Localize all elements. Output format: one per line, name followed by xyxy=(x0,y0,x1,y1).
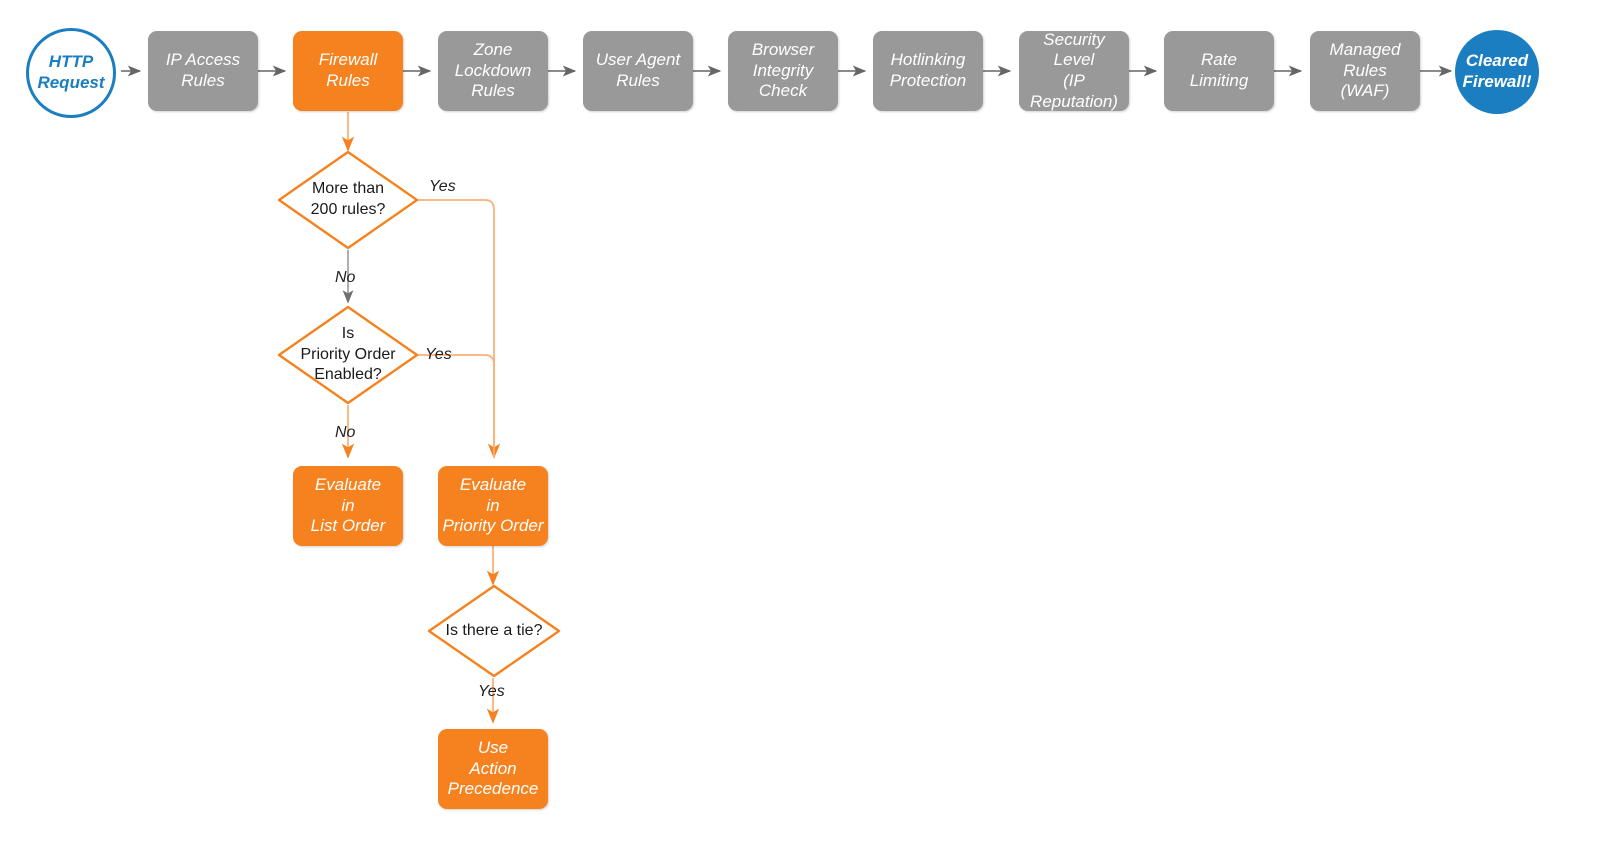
node-ip-access-rules-label: IP Access Rules xyxy=(165,50,241,90)
action-evaluate-in-priority-order-label: Evaluate in Priority Order xyxy=(442,474,544,536)
edge-label-tie-yes: Yes xyxy=(478,683,505,700)
decision-more-than-200-rules-label: More than 200 rules? xyxy=(310,180,386,218)
decision-is-priority-order-enabled[interactable]: Is Priority Order Enabled? xyxy=(277,305,419,405)
node-rate-limiting[interactable]: Rate Limiting xyxy=(1164,31,1274,111)
decision-is-there-a-tie[interactable]: Is there a tie? xyxy=(427,584,561,678)
action-evaluate-in-priority-order[interactable]: Evaluate in Priority Order xyxy=(438,466,548,546)
node-user-agent-rules[interactable]: User Agent Rules xyxy=(583,31,693,111)
node-ip-access-rules[interactable]: IP Access Rules xyxy=(148,31,258,111)
node-user-agent-rules-label: User Agent Rules xyxy=(595,50,681,90)
node-zone-lockdown-rules-label: Zone Lockdown Rules xyxy=(454,39,532,101)
node-managed-rules-waf-label: Managed Rules (WAF) xyxy=(1329,39,1401,101)
node-http-request-label: HTTP Request xyxy=(37,52,105,92)
node-firewall-rules[interactable]: Firewall Rules xyxy=(293,31,403,111)
node-cleared-firewall[interactable]: Cleared Firewall! xyxy=(1455,30,1539,114)
edge-label-more-than-200-yes: Yes xyxy=(429,178,456,195)
edge-more-than-200-yes xyxy=(417,199,501,459)
decision-is-priority-order-enabled-label: Is Priority Order Enabled? xyxy=(300,324,396,384)
node-security-level[interactable]: Security Level (IP Reputation) xyxy=(1019,29,1129,111)
node-browser-integrity-check[interactable]: Browser Integrity Check xyxy=(728,31,838,111)
action-use-action-precedence-label: Use Action Precedence xyxy=(447,737,539,799)
node-security-level-label: Security Level (IP Reputation) xyxy=(1030,29,1118,111)
node-http-request[interactable]: HTTP Request xyxy=(26,28,116,118)
node-browser-integrity-check-label: Browser Integrity Check xyxy=(751,39,815,101)
node-hotlinking-protection-label: Hotlinking Protection xyxy=(889,50,967,90)
action-evaluate-in-list-order[interactable]: Evaluate in List Order xyxy=(293,466,403,546)
node-hotlinking-protection[interactable]: Hotlinking Protection xyxy=(873,31,983,111)
decision-is-there-a-tie-label: Is there a tie? xyxy=(445,621,543,639)
action-use-action-precedence[interactable]: Use Action Precedence xyxy=(438,729,548,809)
node-zone-lockdown-rules[interactable]: Zone Lockdown Rules xyxy=(438,31,548,111)
diamond-shape xyxy=(277,150,419,250)
edge-label-priority-enabled-no: No xyxy=(335,424,356,441)
edge-priority-enabled-yes xyxy=(417,354,495,457)
diamond-shape xyxy=(427,584,561,678)
node-cleared-firewall-label: Cleared Firewall! xyxy=(1462,51,1532,91)
node-firewall-rules-label: Firewall Rules xyxy=(318,50,378,90)
edge-label-more-than-200-no: No xyxy=(335,269,356,286)
edge-label-priority-enabled-yes: Yes xyxy=(425,346,452,363)
diamond-shape xyxy=(277,305,419,405)
node-managed-rules-waf[interactable]: Managed Rules (WAF) xyxy=(1310,31,1420,111)
action-evaluate-in-list-order-label: Evaluate in List Order xyxy=(310,474,386,536)
node-rate-limiting-label: Rate Limiting xyxy=(1189,50,1249,90)
decision-more-than-200-rules[interactable]: More than 200 rules? xyxy=(277,150,419,250)
